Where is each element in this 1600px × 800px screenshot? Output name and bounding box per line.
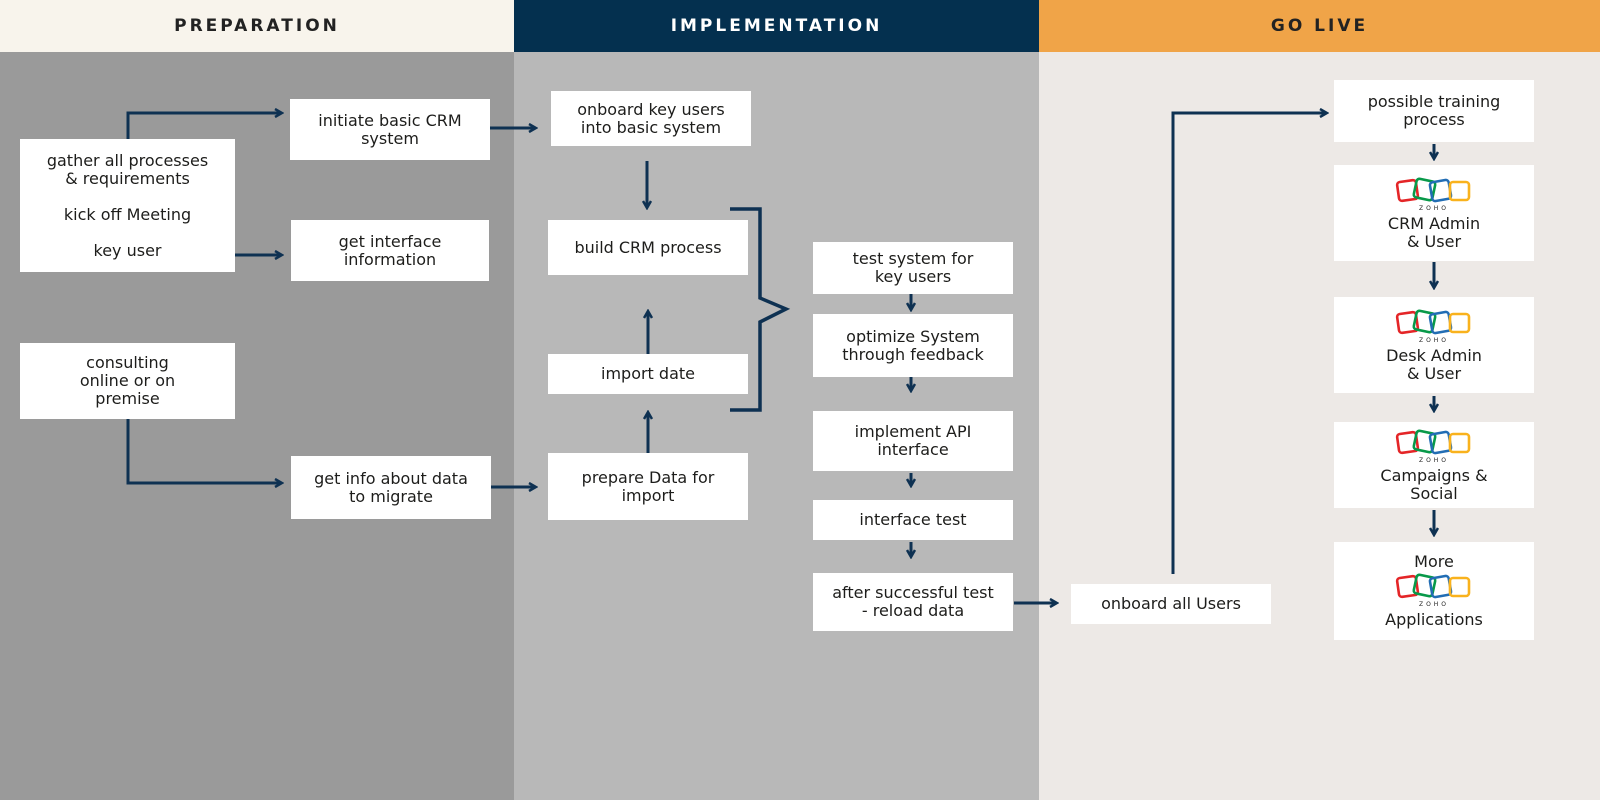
after-successful-test-box: after successful test - reload data (813, 573, 1013, 631)
zoho-logo-word: ZOHO (1419, 457, 1449, 464)
crm-admin-line-1: CRM Admin (1387, 214, 1481, 233)
prepare-data-line-2: import (621, 485, 675, 505)
interface-test-box: interface test (813, 500, 1013, 540)
test-system-box: test system for key users (813, 242, 1013, 294)
data-migration-info-box: get info about data to migrate (291, 456, 491, 519)
kickoff-meeting-text: kick off Meeting (63, 204, 192, 224)
zoho-logo: ZOHO (1395, 573, 1471, 608)
build-crm-text: build CRM process (574, 237, 722, 257)
onboard-key-line-2: into basic system (580, 117, 722, 137)
test-system-line-2: key users (874, 267, 952, 286)
onboard-all-text: onboard all Users (1101, 594, 1241, 613)
zoho-logo: ZOHO (1395, 309, 1471, 344)
optimize-line-2: through feedback (842, 344, 984, 364)
onboard-key-users-box: onboard key users into basic system (551, 91, 751, 146)
interface-info-line-2: information (343, 249, 437, 269)
initiate-line-1: initiate basic CRM (318, 110, 462, 130)
onboard-key-line-1: onboard key users (577, 99, 725, 119)
training-process-box: possible training process (1334, 80, 1534, 142)
consulting-line-2: online or on (79, 371, 176, 390)
zoho-logo-word: ZOHO (1419, 601, 1449, 608)
test-system-line-1: test system for (852, 249, 974, 268)
after-test-line-2: - reload data (861, 601, 965, 620)
interface-info-line-1: get interface (338, 231, 442, 251)
desk-admin-box: ZOHO Desk Admin & User (1334, 297, 1534, 393)
consulting-line-1: consulting (86, 353, 169, 372)
implement-api-line-1: implement API (854, 422, 972, 441)
more-apps-line-2: Applications (1385, 610, 1483, 629)
optimize-system-box: optimize System through feedback (813, 314, 1013, 377)
zoho-logo-word: ZOHO (1419, 205, 1449, 212)
after-test-line-1: after successful test (832, 583, 994, 602)
desk-admin-line-2: & User (1406, 364, 1462, 383)
preparation-header: PREPARATION (0, 0, 514, 52)
zoho-logo: ZOHO (1395, 429, 1471, 464)
import-date-box: import date (548, 354, 748, 394)
key-user-text: key user (93, 240, 162, 260)
onboard-all-users-box: onboard all Users (1071, 584, 1271, 624)
zoho-logo: ZOHO (1395, 177, 1471, 212)
interface-test-text: interface test (859, 510, 967, 529)
consulting-box: consulting online or on premise (20, 343, 235, 419)
crm-admin-box: ZOHO CRM Admin & User (1334, 165, 1534, 261)
desk-admin-line-1: Desk Admin (1386, 346, 1482, 365)
more-applications-box: More ZOHO Applications (1334, 542, 1534, 640)
implement-api-line-2: interface (877, 440, 949, 459)
more-apps-line-1: More (1414, 552, 1454, 571)
gather-processes-box: gather all processes & requirements kick… (20, 139, 235, 272)
build-crm-process-box: build CRM process (548, 220, 748, 275)
initiate-crm-box: initiate basic CRM system (290, 99, 490, 160)
zoho-logo-word: ZOHO (1419, 337, 1449, 344)
prepare-data-line-1: prepare Data for (581, 467, 715, 487)
import-date-text: import date (601, 364, 695, 383)
info-data-line-1: get info about data (314, 468, 468, 488)
campaigns-line-1: Campaigns & (1380, 466, 1488, 485)
prepare-data-box: prepare Data for import (548, 453, 748, 520)
gather-line-1: gather all processes (46, 150, 209, 170)
gather-line-2: & requirements (65, 168, 190, 188)
optimize-line-1: optimize System (846, 326, 980, 346)
info-data-line-2: to migrate (349, 486, 433, 506)
consulting-line-3: premise (95, 389, 160, 408)
implementation-header: IMPLEMENTATION (514, 0, 1039, 52)
implement-api-box: implement API interface (813, 411, 1013, 471)
training-line-1: possible training (1367, 92, 1501, 111)
initiate-line-2: system (361, 128, 419, 148)
go-live-header: GO LIVE (1039, 0, 1600, 52)
training-line-2: process (1403, 110, 1465, 129)
campaigns-social-box: ZOHO Campaigns & Social (1334, 422, 1534, 508)
campaigns-line-2: Social (1410, 484, 1458, 503)
interface-information-box: get interface information (291, 220, 489, 281)
crm-admin-line-2: & User (1406, 232, 1462, 251)
